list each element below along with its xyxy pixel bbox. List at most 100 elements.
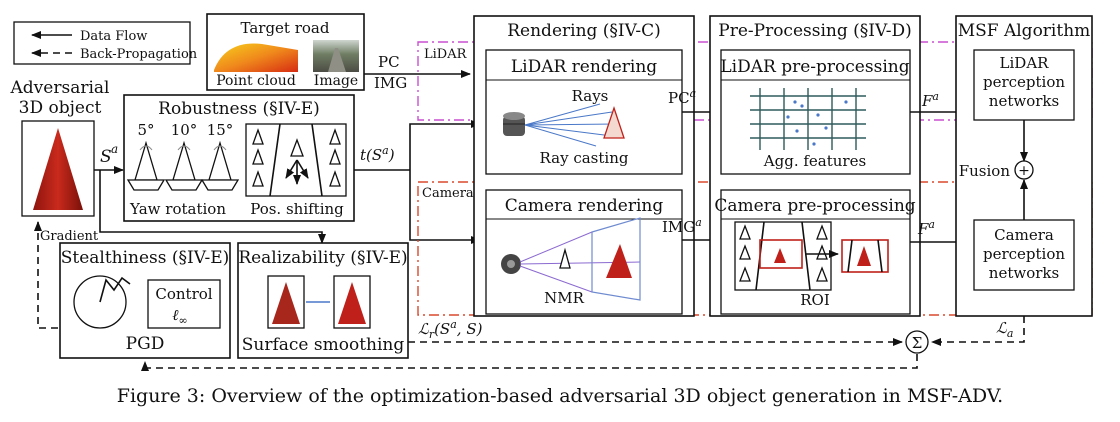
camera-perception-line2: perception: [983, 245, 1065, 263]
robustness-angle-5: 5°: [137, 121, 154, 139]
ray-casting-label: Ray casting: [540, 149, 629, 167]
camera-preprocessing-title: Camera pre-processing: [714, 196, 915, 216]
ray-target-cone: [603, 105, 625, 139]
camera-tag: Camera: [422, 186, 474, 201]
lidar-preprocessing-title: LiDAR pre-processing: [720, 57, 909, 77]
rendering-title: Rendering (§IV-C): [507, 21, 661, 41]
road-image-lane: [328, 48, 346, 72]
img-a-label: IMGa: [662, 216, 702, 236]
to-camera-rendering-arrow: [409, 170, 481, 244]
point-cloud-label: Point cloud: [216, 73, 296, 89]
pc-input-label: PC: [378, 53, 400, 71]
lidar-rendering-title: LiDAR rendering: [511, 57, 657, 77]
gradient-label: Gradient: [40, 229, 99, 244]
msf-algorithm-title: MSF Algorithm: [958, 21, 1091, 41]
realizability-title: Realizability (§IV-E): [238, 248, 407, 268]
rendering-panel: Rendering (§IV-C) LiDAR Camera LiDAR ren…: [422, 15, 695, 317]
legend-box: [13, 21, 191, 65]
camera-rendering-box: [485, 189, 683, 315]
rough-cone-image: [272, 282, 300, 324]
msf-algorithm-panel: MSF Algorithm LiDAR perception networks …: [955, 15, 1093, 317]
adv-loss-label: ℒa: [996, 319, 1013, 340]
transformed-object-label: t(Sa): [360, 144, 395, 164]
gradient-to-pgd-arrow: [141, 354, 918, 371]
stealthiness-title: Stealthiness (§IV-E): [61, 248, 230, 268]
symbol-s: S: [100, 147, 112, 167]
pc-a-label: PCa: [668, 87, 696, 107]
reg-loss-label: ℒr(Sa, S): [418, 318, 483, 341]
lidar-perception-line2: perception: [983, 73, 1065, 91]
pos-shifting-label: Pos. shifting: [250, 200, 344, 218]
pos-shift-lane-left: [269, 123, 281, 197]
yaw-rotation-label: Yaw rotation: [129, 200, 226, 218]
roi-crop-lane-left: [847, 239, 853, 273]
perturbation-path: [99, 276, 131, 303]
to-lidar-rendering-arrow: [409, 120, 481, 170]
legend-back-propagation-label: Back-Propagation: [80, 47, 198, 62]
symbol-s-sup: a: [111, 142, 118, 156]
robustness-panel: Robustness (§IV-E) 5° 10° 15°: [123, 94, 355, 222]
figure-caption: Figure 3: Overview of the optimization-b…: [117, 385, 1003, 407]
lidar-preprocessing-box: [720, 49, 911, 175]
pos-shift-arrow-right: [296, 159, 309, 179]
adversarial-object: Adversarial 3D object S a: [10, 78, 118, 217]
camera-perception-line1: Camera: [994, 226, 1054, 244]
fusion-label: Fusion: [959, 162, 1011, 180]
yaw-cone-2: [164, 140, 204, 191]
ray-lines: [524, 103, 617, 147]
pos-shift-cones: [252, 128, 341, 187]
camera-perception-line3: networks: [989, 264, 1059, 282]
img-input-label: IMG: [374, 74, 407, 92]
yaw-cone-3: [200, 140, 240, 191]
lidar-feature-label: Fa: [921, 90, 939, 110]
camera-rendering-title: Camera rendering: [505, 196, 664, 216]
agg-features-label: Agg. features: [763, 152, 866, 170]
rays-label: Rays: [572, 87, 609, 105]
surface-smoothing-label: Surface smoothing: [242, 335, 405, 355]
image-plane: [591, 217, 641, 301]
target-road-title: Target road: [241, 19, 330, 37]
image-label: Image: [314, 73, 358, 89]
legend-data-flow-label: Data Flow: [80, 29, 147, 44]
pos-shift-lane-right: [311, 123, 323, 197]
nmr-label: NMR: [544, 289, 584, 307]
roi-label: ROI: [800, 291, 830, 309]
object-to-realizability-arrow: [99, 170, 326, 244]
target-road-panel: Target road Point cloud Image: [206, 13, 365, 91]
camera-scene-cone: [559, 247, 571, 269]
adv-loss-backprop-arrow: [931, 316, 1025, 346]
camera-sensor-icon: [501, 254, 521, 274]
robustness-title: Robustness (§IV-E): [158, 99, 320, 119]
pgd-label: PGD: [126, 334, 165, 354]
stealthiness-panel: Stealthiness (§IV-E) Control ℓ∞ PGD: [59, 242, 231, 359]
projected-cone: [606, 244, 632, 278]
adversarial-cone-image: [33, 128, 83, 210]
smooth-cone-image: [338, 282, 366, 324]
pos-shift-arrow-left: [285, 159, 298, 179]
fusion-plus: +: [1018, 163, 1030, 179]
preprocessing-panel: Pre-Processing (§IV-D) LiDAR pre-process…: [709, 15, 921, 317]
lidar-rendering-box: [485, 49, 683, 175]
robustness-angle-15: 15°: [207, 121, 234, 139]
control-label: Control: [155, 285, 212, 303]
camera-perception-box: [973, 219, 1075, 291]
legend: Data Flow Back-Propagation: [13, 21, 198, 65]
lidar-perception-box: [973, 49, 1075, 121]
gradient-backprop-arrow: [34, 221, 58, 329]
lidar-perception-line1: LiDAR: [1000, 54, 1050, 72]
robustness-angle-10: 10°: [171, 121, 198, 139]
roi-crop-cone: [857, 246, 871, 266]
roi-crop-box: [841, 239, 889, 273]
preprocessing-title: Pre-Processing (§IV-D): [718, 21, 911, 41]
loss-sum-symbol: Σ: [912, 334, 923, 352]
lidar-perception-line3: networks: [989, 92, 1059, 110]
camera-feature-label: Fa: [917, 218, 935, 238]
realizability-box: [237, 242, 409, 359]
control-norm: ℓ∞: [172, 306, 187, 327]
roi-scene-cones: [739, 224, 828, 282]
point-cloud-image: [214, 43, 298, 72]
yaw-cone-1: [126, 140, 166, 191]
lidar-sensor-icon: [503, 112, 525, 136]
feature-points: [786, 100, 848, 146]
